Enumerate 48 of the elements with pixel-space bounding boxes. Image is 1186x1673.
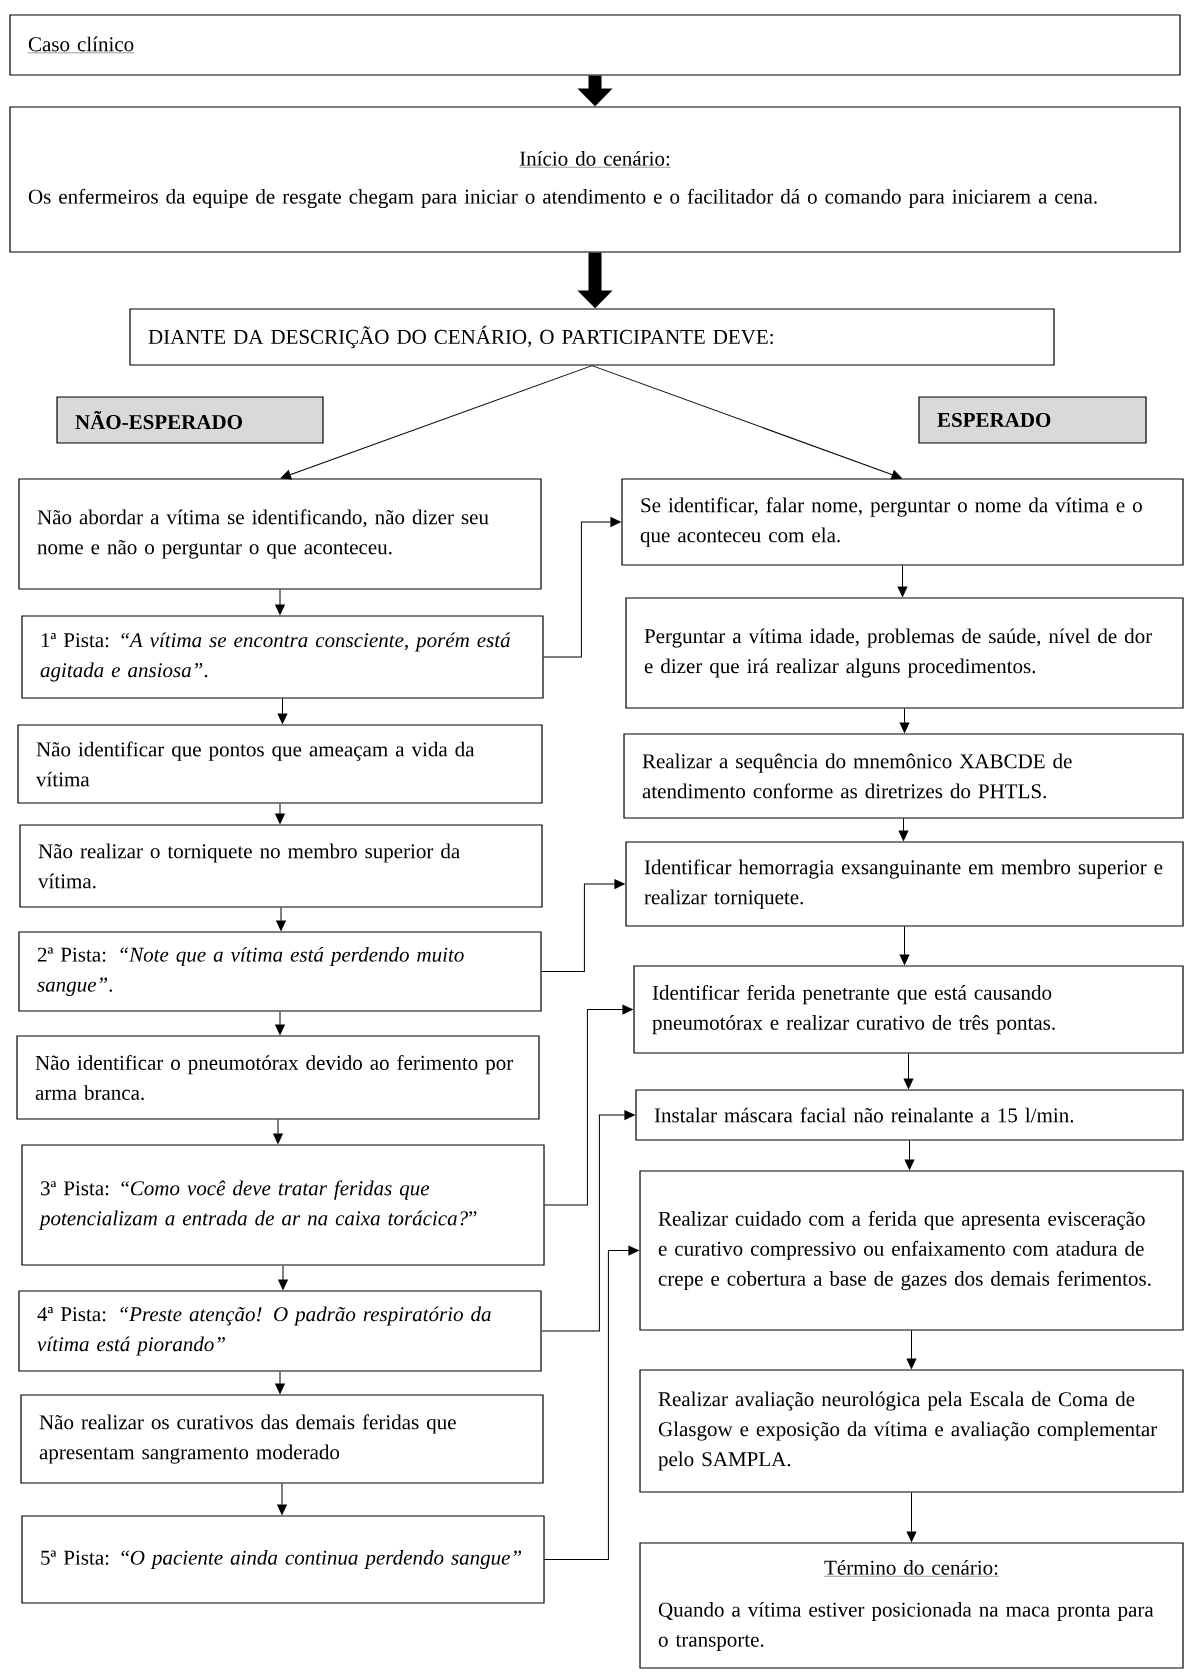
arrow — [899, 708, 910, 733]
arrow — [591, 365, 902, 480]
arrow — [277, 698, 288, 724]
arrow — [277, 1483, 287, 1515]
arrow — [275, 1011, 285, 1035]
process-box: Identificar ferida penetrante que está causando pneumotórax e realizar curativo de três pontas. — [633, 965, 1184, 1054]
process-box: Instalar máscara facial não reinalante a 15 l/min. — [635, 1089, 1184, 1141]
arrow — [903, 1053, 914, 1089]
process-box: 3ª Pista: “Como você deve tratar feridas que potencializam a entrada de ar na caixa torácica?” — [21, 1144, 545, 1266]
arrow — [906, 1492, 917, 1542]
process-box: Não realizar os curativos das demais feridas que apresentam sangramento moderado — [20, 1394, 544, 1484]
process-box: Realizar cuidado com a ferida que apresenta evisceração e curativo compressivo ou enfaixamento com atadura de crepe e cobertura a base de gazes dos demais ferimentos. — [639, 1170, 1184, 1331]
process-box: Realizar a sequência do mnemônico XABCDE de atendimento conforme as diretrizes do PHTLS. — [623, 733, 1184, 819]
process-box: 2ª Pista: “Note que a vítima está perdendo muito sangue”. — [18, 931, 542, 1012]
arrow — [273, 1119, 283, 1144]
arrow — [897, 565, 908, 597]
arrow — [543, 517, 621, 658]
process-box: Não realizar o torniquete no membro superior da vítima. — [19, 824, 543, 908]
process-box: Se identificar, falar nome, perguntar o nome da vítima e o que aconteceu com ela. — [621, 478, 1184, 566]
arrow — [541, 879, 625, 972]
process-box: Não identificar o pneumotórax devido ao ferimento por arma branca. — [16, 1035, 540, 1120]
process-box: Perguntar a vítima idade, problemas de saúde, nível de dor e dizer que irá realizar alguns procedimentos. — [625, 597, 1184, 709]
arrow — [275, 589, 285, 615]
arrow — [906, 1330, 917, 1369]
category-box: ESPERADO — [918, 396, 1147, 444]
arrow — [276, 907, 286, 931]
process-box: Início do cenário: Os enfermeiros da equipe de resgate chegam para iniciar o atendimento e o facilitador dá o comando para iniciarem a cena. — [9, 106, 1181, 253]
arrow — [898, 818, 909, 841]
process-box: Não identificar que pontos que ameaçam a vida da vítima — [17, 724, 543, 804]
arrow — [904, 1140, 915, 1170]
arrow — [275, 1371, 285, 1394]
arrow — [899, 926, 910, 965]
category-box: NÃO-ESPERADO — [56, 396, 324, 444]
arrow — [544, 1004, 633, 1206]
process-box: Identificar hemorragia exsanguinante em membro superior e realizar torniquete. — [625, 841, 1184, 927]
process-box: DIANTE DA DESCRIÇÃO DO CENÁRIO, O PARTICIPANTE DEVE: — [129, 308, 1055, 366]
process-box: Não abordar a vítima se identificando, não dizer seu nome e não o perguntar o que aconteceu. — [18, 478, 542, 590]
arrow — [544, 1245, 639, 1560]
arrow — [278, 1265, 288, 1290]
process-box: 5ª Pista: “O paciente ainda continua perdendo sangue” — [21, 1515, 545, 1604]
arrow — [280, 365, 593, 480]
process-box: 1ª Pista: “A vítima se encontra consciente, porém está agitada e ansiosa”. — [21, 615, 544, 699]
arrow — [541, 1110, 635, 1332]
process-box: Realizar avaliação neurológica pela Escala de Coma de Glasgow e exposição da vítima e avaliação complementar pelo SAMPLA. — [639, 1369, 1184, 1493]
arrow — [275, 803, 285, 824]
process-box: 4ª Pista: “Preste atenção! O padrão respiratório da vítima está piorando” — [18, 1290, 542, 1372]
title-box: Caso clínico — [9, 14, 1181, 76]
end-box: Término do cenário: Quando a vítima estiver posicionada na maca pronta para o transporte. — [639, 1542, 1184, 1669]
